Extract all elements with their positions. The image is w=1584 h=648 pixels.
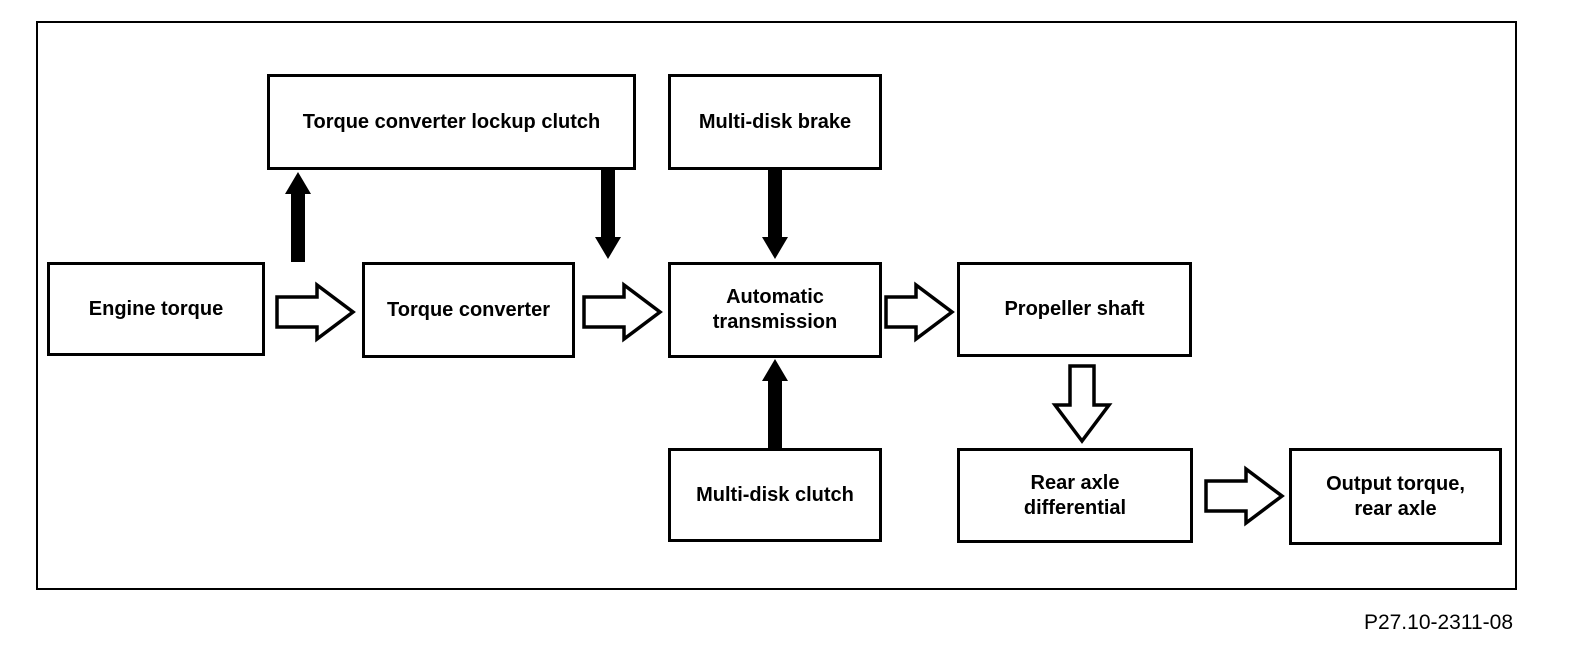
arrow-engine-to-converter: [275, 281, 356, 343]
node-multi-disk-brake-label: Multi-disk brake: [698, 110, 852, 133]
node-torque-converter-label: Torque converter: [387, 298, 550, 321]
node-engine-torque: Engine torque: [47, 262, 265, 356]
arrow-converter-to-transmission: [582, 281, 663, 343]
node-rear-axle-differential-label: Rear axle differential: [1023, 471, 1127, 519]
arrow-transmission-to-propeller: [884, 281, 955, 343]
node-automatic-transmission: Automatic transmission: [668, 262, 882, 358]
arrow-engine-to-lockup: [285, 172, 311, 262]
node-output-torque-rear-axle-label: Output torque, rear axle: [1326, 472, 1465, 520]
arrow-rear-axle-to-output: [1204, 465, 1285, 527]
arrow-clutch-to-transmission: [762, 359, 788, 448]
node-propeller-shaft: Propeller shaft: [957, 262, 1192, 357]
node-propeller-shaft-label: Propeller shaft: [1004, 298, 1145, 320]
node-automatic-transmission-label: Automatic transmission: [712, 286, 838, 333]
arrow-lockup-to-transmission-input: [595, 170, 621, 259]
arrow-brake-to-transmission: [762, 170, 788, 259]
node-torque-converter: Torque converter: [362, 262, 575, 358]
node-multi-disk-brake: Multi-disk brake: [668, 74, 882, 170]
figure-code: P27.10-2311-08: [1363, 611, 1513, 634]
node-output-torque-rear-axle: Output torque, rear axle: [1289, 448, 1502, 545]
arrow-propeller-to-rear-axle: [1051, 364, 1113, 444]
node-multi-disk-clutch: Multi-disk clutch: [668, 448, 882, 542]
node-engine-torque-label: Engine torque: [88, 297, 224, 320]
node-multi-disk-clutch-label: Multi-disk clutch: [696, 483, 854, 506]
node-torque-converter-lockup-clutch: Torque converter lockup clutch: [267, 74, 636, 170]
node-rear-axle-differential: Rear axle differential: [957, 448, 1193, 543]
node-torque-converter-lockup-clutch-label: Torque converter lockup clutch: [302, 110, 601, 133]
